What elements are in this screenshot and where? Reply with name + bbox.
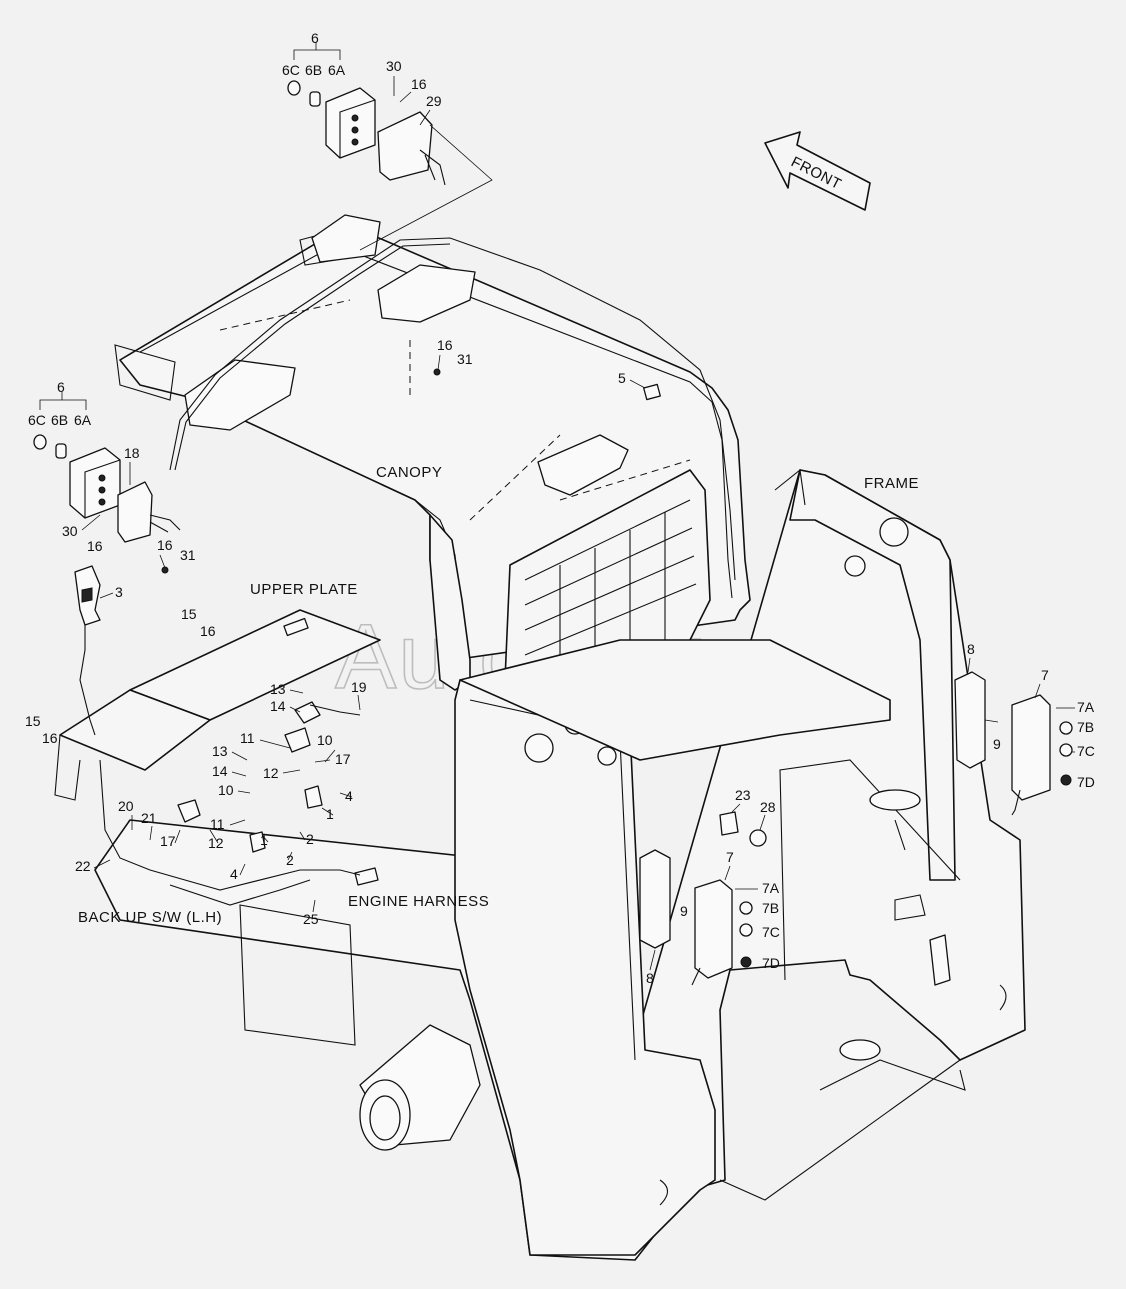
- callout-16-plate: 16: [200, 623, 216, 639]
- callout-16-left: 16: [87, 538, 103, 554]
- callout-7d-center: 7D: [762, 955, 780, 971]
- callout-15-plate-2: 15: [25, 713, 41, 729]
- callout-28: 28: [760, 799, 776, 815]
- callout-29: 29: [426, 93, 442, 109]
- callout-10-b: 10: [218, 782, 234, 798]
- callout-6b-top: 6B: [305, 62, 322, 78]
- callout-31-left: 31: [180, 547, 196, 563]
- callout-6a-top: 6A: [328, 62, 346, 78]
- callout-11-b: 11: [210, 816, 225, 832]
- callout-9-center: 9: [680, 903, 688, 919]
- callout-7-center: 7: [726, 849, 734, 865]
- callout-6c-top: 6C: [282, 62, 300, 78]
- callout-1-b: 1: [260, 832, 268, 848]
- callout-3: 3: [115, 584, 123, 600]
- callout-14-b: 14: [212, 763, 228, 779]
- callout-8-right: 8: [967, 641, 975, 657]
- callout-7-right: 7: [1041, 667, 1049, 683]
- callout-7d-right: 7D: [1077, 774, 1095, 790]
- callout-2-a: 2: [306, 831, 314, 847]
- callout-7c-right: 7C: [1077, 743, 1095, 759]
- callout-13-a: 13: [270, 681, 286, 697]
- callout-6b-left: 6B: [51, 412, 68, 428]
- callout-5: 5: [618, 370, 626, 386]
- callout-16-left-2: 16: [157, 537, 173, 553]
- rear-lamp-right: [954, 671, 1073, 816]
- callout-19: 19: [351, 679, 367, 695]
- callout-15-plate: 15: [181, 606, 197, 622]
- callout-31-canopy: 31: [457, 351, 473, 367]
- callout-9-right: 9: [993, 736, 1001, 752]
- callout-20: 20: [118, 798, 134, 814]
- callout-30-top: 30: [386, 58, 402, 74]
- callout-7a-center: 7A: [762, 880, 780, 896]
- callout-16-canopy: 16: [437, 337, 453, 353]
- callout-17-b: 17: [160, 833, 176, 849]
- callout-16-plate-2: 16: [42, 730, 58, 746]
- rear-lamp-center: [639, 811, 767, 986]
- callout-22: 22: [75, 858, 91, 874]
- callout-25: 25: [303, 911, 319, 927]
- engine-harness-label: ENGINE HARNESS: [348, 893, 489, 910]
- upper-plate-label: UPPER PLATE: [250, 581, 358, 598]
- callout-6a-left: 6A: [74, 412, 92, 428]
- callout-11-a: 11: [240, 730, 255, 746]
- callout-6c-left: 6C: [28, 412, 46, 428]
- work-lamp-top: [287, 42, 493, 251]
- callout-13-b: 13: [212, 743, 228, 759]
- callout-4-b: 4: [230, 866, 238, 882]
- callout-17-a: 17: [335, 751, 351, 767]
- machine-frame: [94, 468, 1026, 1261]
- callout-12-b: 12: [208, 835, 224, 851]
- callout-1-a: 1: [326, 806, 334, 822]
- callout-21: 21: [141, 810, 157, 826]
- callout-6-left: 6: [57, 379, 65, 395]
- frame-label: FRAME: [864, 475, 919, 492]
- callout-7a-right: 7A: [1077, 699, 1095, 715]
- callout-6-top: 6: [311, 30, 319, 46]
- callout-14-a: 14: [270, 698, 286, 714]
- callout-23: 23: [735, 787, 751, 803]
- callout-8-center: 8: [646, 970, 654, 986]
- canopy-label: CANOPY: [376, 464, 442, 481]
- callout-16-top: 16: [411, 76, 427, 92]
- work-lamp-left: [33, 392, 181, 543]
- front-direction-arrow: FRONT: [764, 131, 871, 211]
- canopy-outline: [114, 214, 751, 691]
- callout-18: 18: [124, 445, 140, 461]
- callout-7b-right: 7B: [1077, 719, 1094, 735]
- back-up-switch-label: BACK UP S/W (L.H): [78, 909, 222, 926]
- upper-plate-assembly: [54, 565, 381, 906]
- callout-10-a: 10: [317, 732, 333, 748]
- callout-12-a: 12: [263, 765, 279, 781]
- callout-2-b: 2: [286, 852, 294, 868]
- callout-7b-center: 7B: [762, 900, 779, 916]
- callout-7c-center: 7C: [762, 924, 780, 940]
- callout-30-left: 30: [62, 523, 78, 539]
